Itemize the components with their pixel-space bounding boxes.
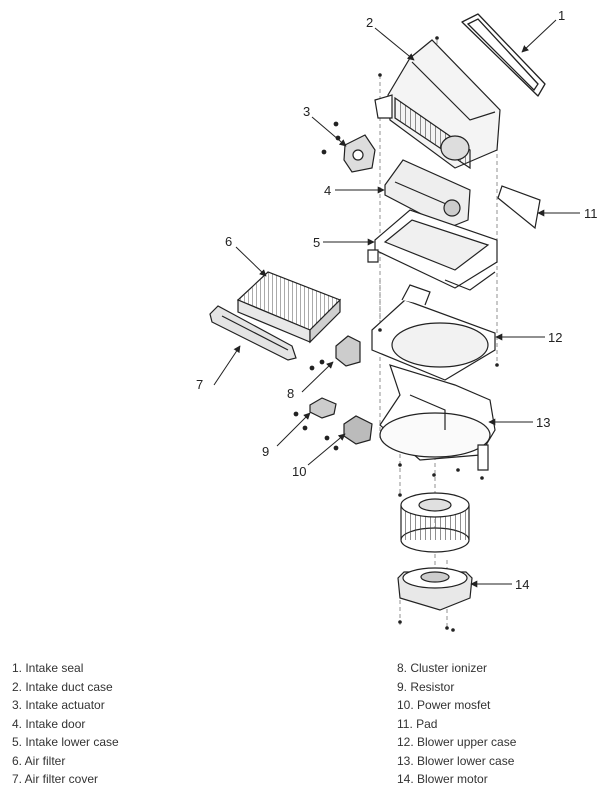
legend-item: 8. Cluster ionizer (397, 661, 488, 675)
intake-lower-case-part (367, 209, 498, 291)
legend-item: 9. Resistor (397, 679, 455, 694)
air-filter-part (236, 271, 342, 344)
legend-item: 4. Intake door (12, 716, 86, 731)
callout-8: 8 (287, 386, 294, 401)
legend-item: 13. Blower lower case (397, 753, 515, 768)
blower-upper-case-part (371, 284, 496, 381)
callout-12: 12 (548, 330, 562, 345)
blower-lower-case-part (379, 364, 496, 471)
legend-item: 7. Air filter cover (12, 772, 99, 786)
callout-labels: 1 2 3 4 11 5 6 12 7 8 13 9 10 14 (196, 8, 598, 592)
callout-11: 11 (584, 206, 598, 221)
blower-fan (400, 492, 470, 553)
callout-6: 6 (225, 234, 232, 249)
legend-item: 6. Air filter (12, 753, 66, 768)
legend-item: 5. Intake lower case (12, 735, 119, 749)
blower-motor-part (397, 567, 473, 611)
callout-10: 10 (292, 464, 306, 479)
legend-item: 14. Blower motor (397, 772, 488, 786)
air-filter-cover-part (209, 305, 297, 361)
callout-7: 7 (196, 377, 203, 392)
screws (378, 36, 499, 632)
legend-item: 10. Power mosfet (397, 698, 491, 712)
callout-4: 4 (324, 183, 331, 198)
legend-item: 2. Intake duct case (12, 679, 113, 694)
exploded-parts-diagram: 1 2 3 4 11 5 6 12 7 8 13 9 10 14 (196, 8, 598, 632)
legend-left-column: 1. Intake seal 2. Intake duct case 3. In… (12, 659, 119, 789)
callout-1: 1 (558, 8, 565, 23)
callout-3: 3 (303, 104, 310, 119)
callout-14: 14 (515, 577, 529, 592)
legend-item: 12. Blower upper case (397, 735, 517, 749)
callout-5: 5 (313, 235, 320, 250)
callout-2: 2 (366, 15, 373, 30)
intake-duct-case-part (374, 39, 501, 170)
legend-item: 11. Pad (397, 716, 438, 731)
intake-seal-part (461, 13, 546, 97)
pad-part (497, 185, 541, 230)
leader-lines (213, 19, 580, 588)
legend-item: 1. Intake seal (12, 661, 84, 675)
intake-door-part (384, 159, 471, 229)
resistor-part (293, 397, 337, 431)
legend-item: 3. Intake actuator (12, 698, 105, 712)
callout-9: 9 (262, 444, 269, 459)
intake-actuator-part (321, 121, 376, 173)
legend-right-column: 8. Cluster ionizer 9. Resistor 10. Power… (397, 659, 516, 789)
callout-13: 13 (536, 415, 550, 430)
cluster-ionizer-part (309, 335, 361, 371)
